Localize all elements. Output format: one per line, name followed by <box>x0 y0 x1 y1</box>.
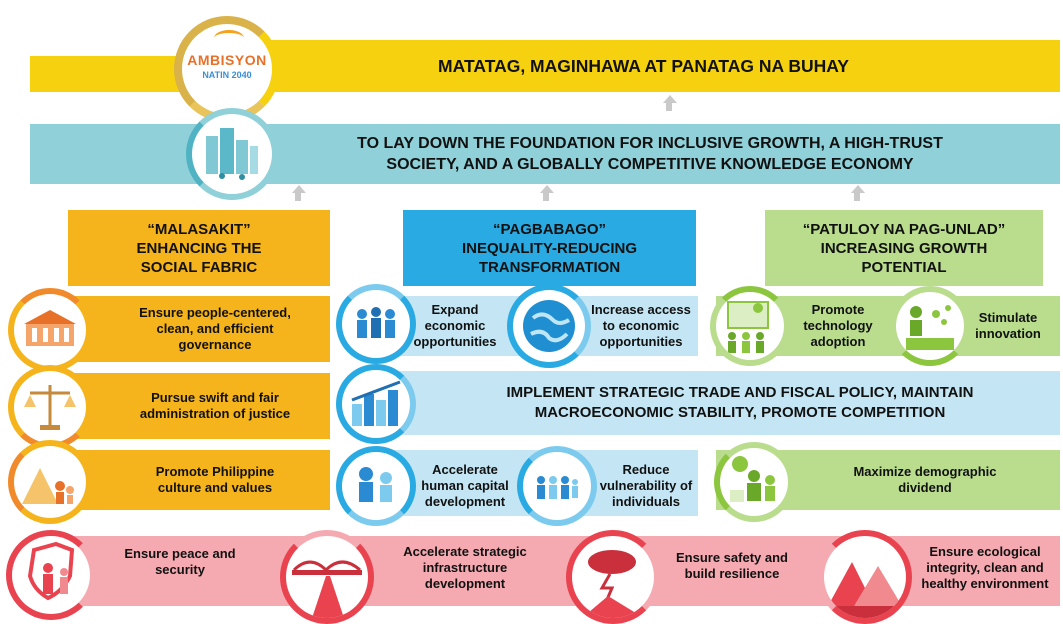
economic-people-icon <box>336 284 416 364</box>
storm-resilience-icon <box>566 530 660 624</box>
pagbabago-label-3: Accelerate human capital development <box>421 462 509 509</box>
ecology-mountains-icon <box>818 530 912 624</box>
logo-brand: AMBISYON <box>187 52 267 68</box>
ambisyon-logo: AMBISYON NATIN 2040 <box>174 16 280 122</box>
vulnerable-family-icon <box>517 446 597 526</box>
malasakit-box-3 <box>48 450 330 510</box>
vision-text: MATATAG, MAGINHAWA AT PANATAG NA BUHAY <box>438 55 849 76</box>
goal-city-icon <box>186 108 278 200</box>
pagbabago-label-2: Increase access to economic opportunitie… <box>591 302 691 349</box>
goal-bar: TO LAY DOWN THE FOUNDATION FOR INCLUSIVE… <box>30 124 1060 184</box>
macro-line2: MACROECONOMIC STABILITY, PROMOTE COMPETI… <box>534 404 946 421</box>
patuloy-label-1: Promote technology adoption <box>803 302 873 349</box>
macro-bar: IMPLEMENT STRATEGIC TRADE AND FISCAL POL… <box>380 371 1060 435</box>
logo-sun-icon <box>214 30 244 46</box>
innovation-icon <box>890 286 970 366</box>
globe-access-icon <box>507 284 591 368</box>
pagbabago-label-1: Expand economic opportunities <box>413 302 497 349</box>
macro-line1: IMPLEMENT STRATEGIC TRADE AND FISCAL POL… <box>506 384 974 401</box>
culture-family-icon <box>8 440 92 524</box>
technology-icon <box>710 286 790 366</box>
foundation-label-1: Ensure peace and security <box>124 546 236 577</box>
pillar-pagbabago: “PAGBABAGO” INEQUALITY-REDUCING TRANSFOR… <box>403 210 696 286</box>
pillar-malasakit: “MALASAKIT” ENHANCING THE SOCIAL FABRIC <box>68 210 330 286</box>
logo-sub: NATIN 2040 <box>202 70 252 80</box>
malasakit-label-3: Promote Philippine culture and values <box>155 464 275 495</box>
pillar-patuloy: “PATULOY NA PAG-UNLAD” INCREASING GROWTH… <box>765 210 1043 286</box>
pagbabago-label-4: Reduce vulnerability of individuals <box>599 462 693 509</box>
city-growth-icon <box>336 364 416 444</box>
demographic-dividend-icon <box>714 442 794 522</box>
malasakit-label-1: Ensure people-centered, clean, and effic… <box>139 305 291 352</box>
goal-line1: TO LAY DOWN THE FOUNDATION FOR INCLUSIVE… <box>357 135 943 152</box>
infrastructure-bridge-icon <box>280 530 374 624</box>
malasakit-box-1 <box>48 296 330 362</box>
peace-security-icon <box>6 530 96 620</box>
vision-bar: MATATAG, MAGINHAWA AT PANATAG NA BUHAY <box>267 40 1060 92</box>
malasakit-box-2 <box>48 373 330 439</box>
patuloy-label-2: Stimulate innovation <box>975 310 1041 341</box>
goal-line2: SOCIETY, AND A GLOBALLY COMPETITIVE KNOW… <box>386 156 914 173</box>
justice-scale-icon <box>8 365 92 449</box>
government-building-icon <box>8 288 92 372</box>
human-capital-icon <box>336 446 416 526</box>
foundation-label-4: Ensure ecological integrity, clean and h… <box>921 544 1049 591</box>
foundation-label-3: Ensure safety and build resilience <box>676 550 788 581</box>
foundation-label-2: Accelerate strategic infrastructure deve… <box>403 544 527 591</box>
malasakit-label-2: Pursue swift and fair administration of … <box>139 390 291 421</box>
patuloy-label-3: Maximize demographic dividend <box>853 464 997 495</box>
